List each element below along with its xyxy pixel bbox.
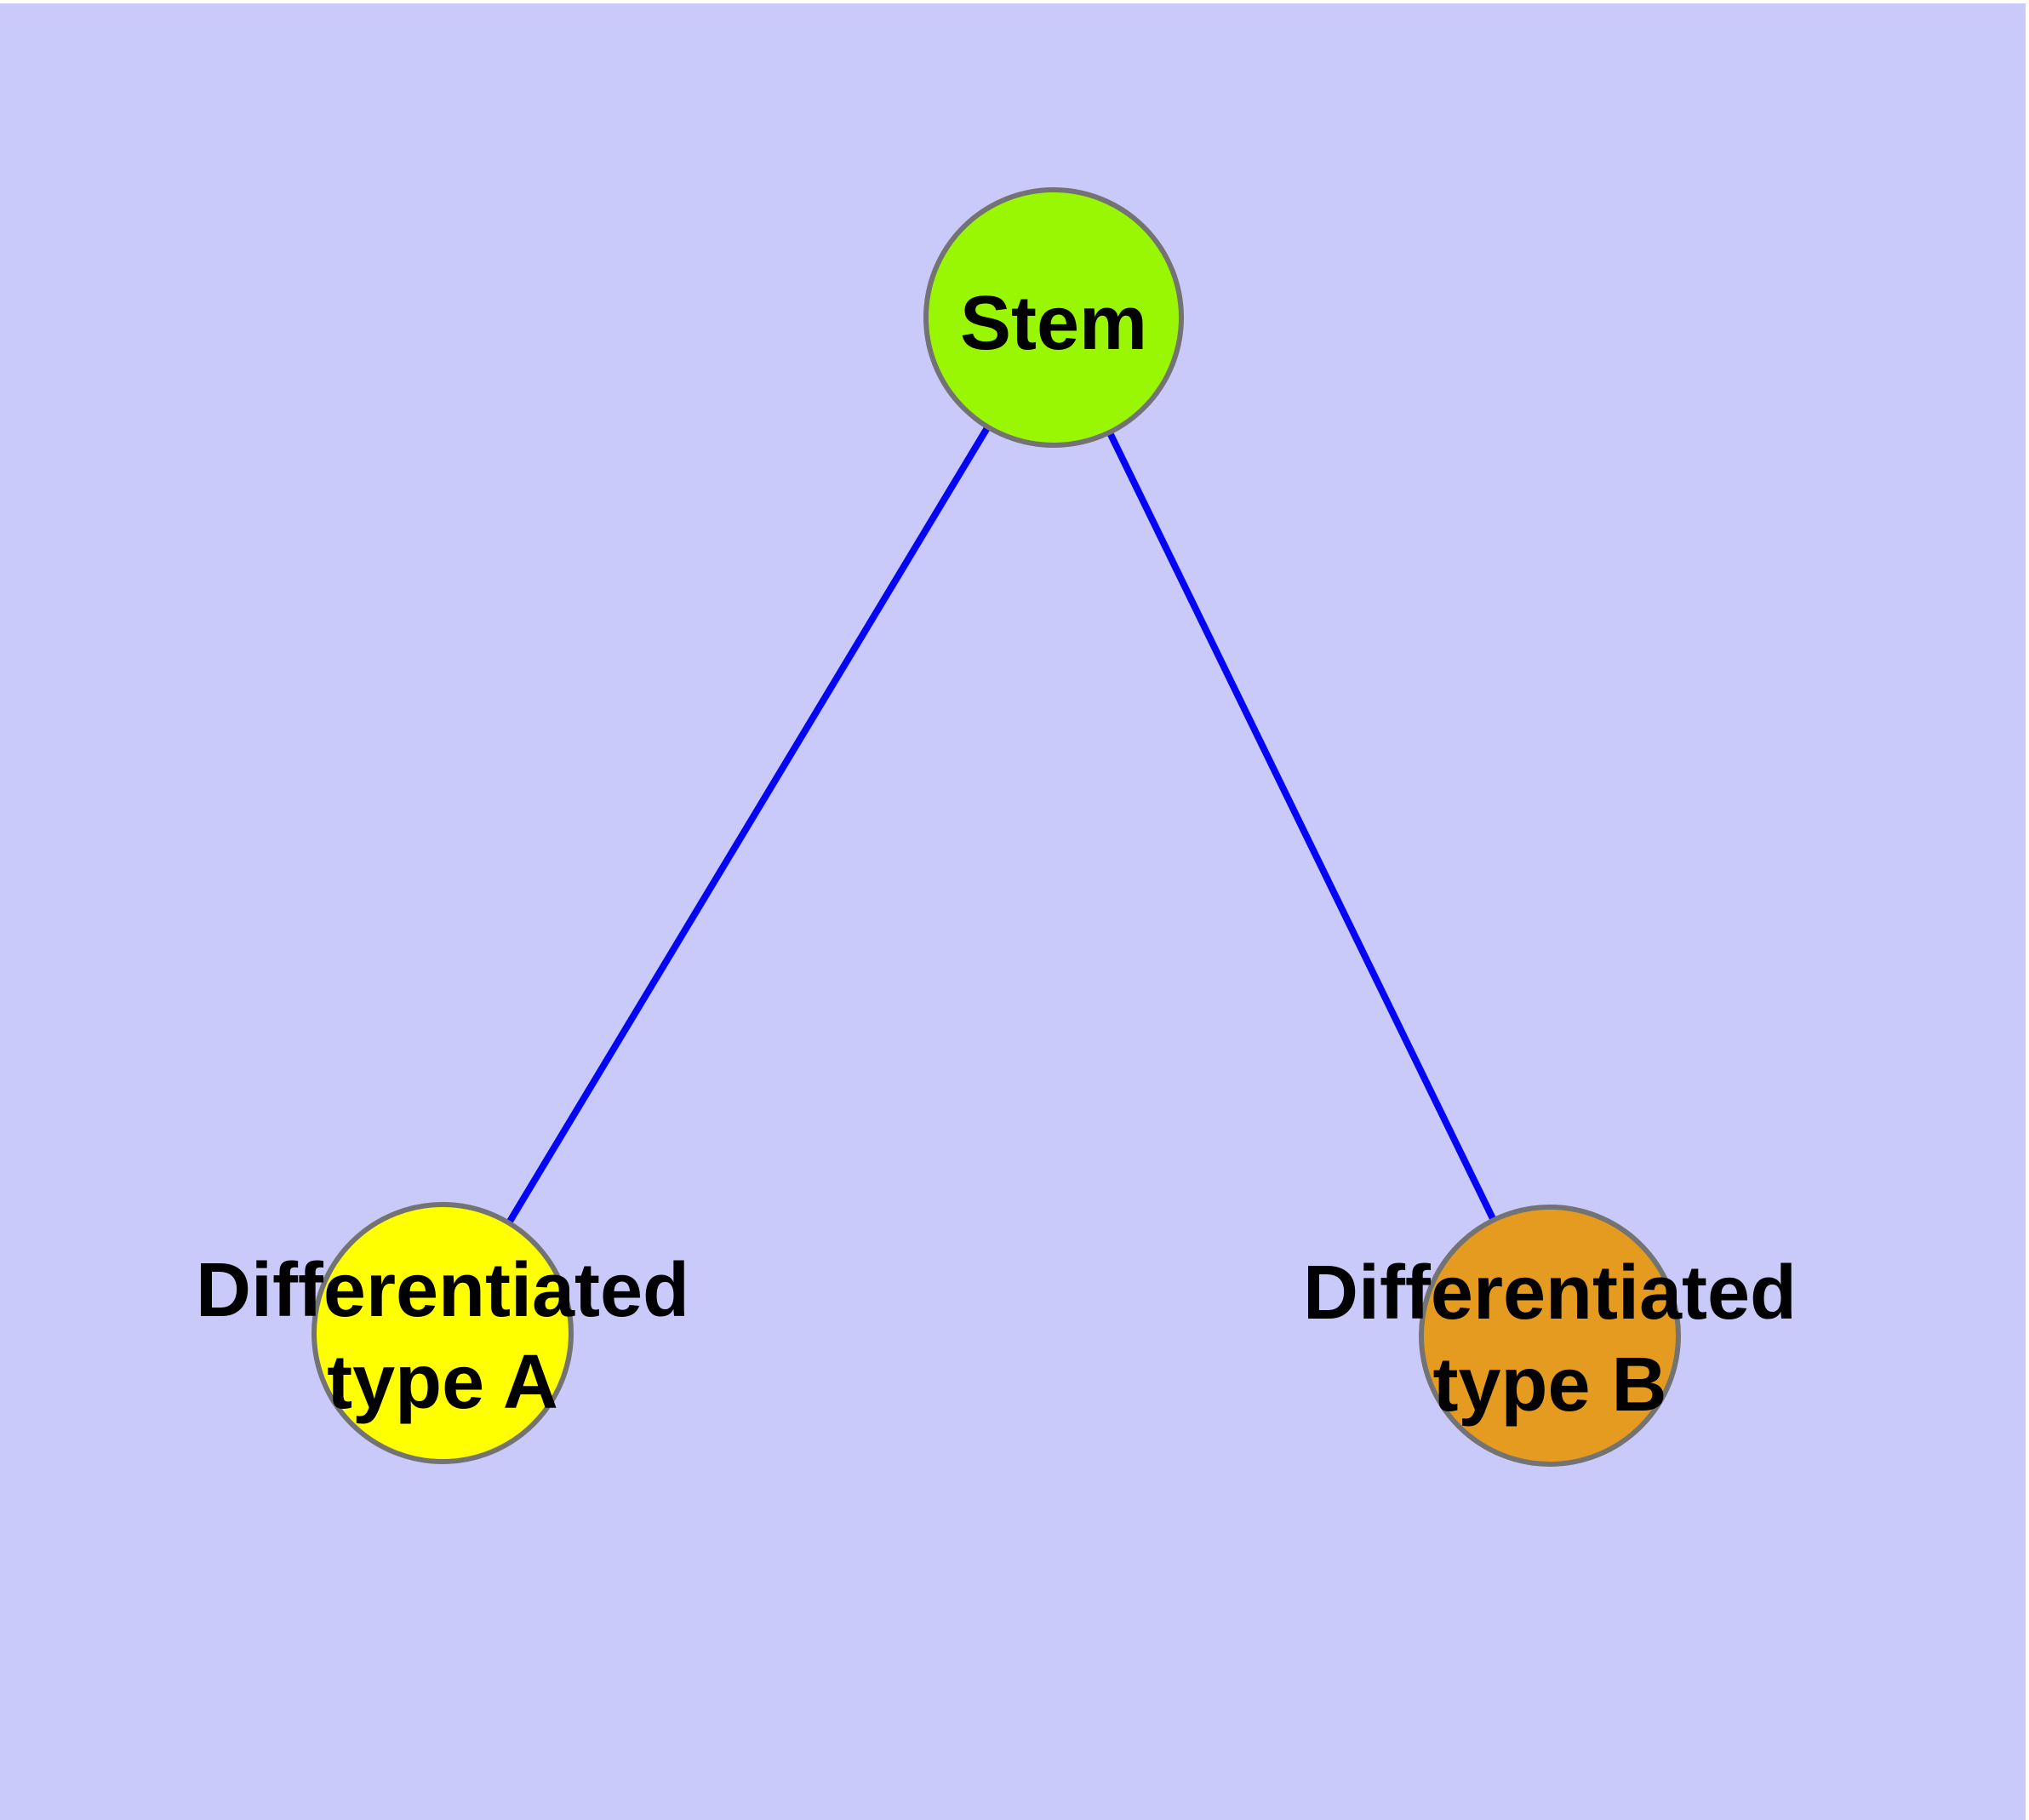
edge-stem-to-type-a bbox=[439, 315, 1057, 1336]
node-type-b-label-line2: type B bbox=[1432, 1342, 1666, 1428]
node-stem-label: Stem bbox=[960, 281, 1147, 366]
node-type-a-label-line1: Differentiated bbox=[196, 1248, 689, 1333]
node-differentiated-type-b bbox=[1419, 1205, 1681, 1467]
node-type-a-label-line2: type A bbox=[327, 1340, 558, 1425]
node-differentiated-type-a bbox=[311, 1202, 574, 1464]
node-stem bbox=[923, 187, 1184, 448]
node-type-b-label-line1: Differentiated bbox=[1303, 1251, 1797, 1336]
edge-stem-to-type-b bbox=[1050, 316, 1553, 1337]
